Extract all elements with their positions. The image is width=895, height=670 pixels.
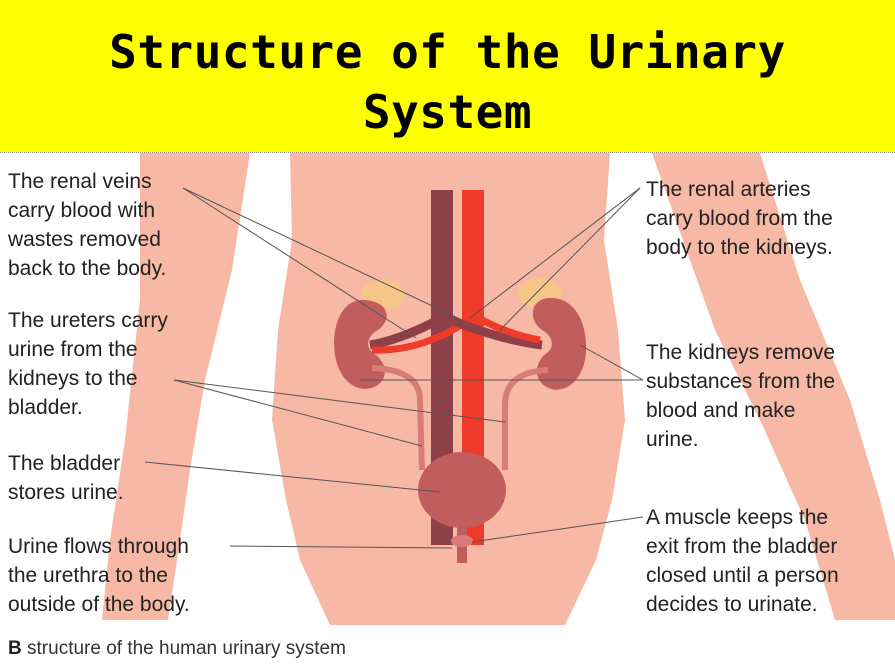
right-renal-vein [444, 313, 543, 350]
page-title: Structure of the Urinary System [0, 22, 895, 142]
label-renal-veins: The renal veins carry blood with wastes … [8, 170, 167, 280]
figure-caption: B structure of the human urinary system [8, 638, 346, 660]
label-muscle: A muscle keeps the exit from the bladder… [646, 506, 839, 616]
right-renal-artery [476, 314, 541, 344]
right-arm [652, 153, 895, 620]
left-renal-vein [369, 316, 441, 350]
label-urethra: Urine flows through the urethra to the o… [8, 535, 190, 616]
leader-lines [144, 187, 644, 549]
label-ureters: The ureters carry urine from the kidneys… [8, 309, 168, 419]
bladder [418, 452, 506, 528]
left-arm [102, 153, 250, 620]
title-line-2: System [362, 85, 533, 139]
sphincter-muscle [451, 535, 473, 547]
label-bladder: The bladder stores urine. [8, 452, 124, 504]
label-kidneys: The kidneys remove substances from the b… [646, 341, 836, 451]
right-kidney [532, 297, 587, 390]
urinary-system-diagram [102, 153, 895, 625]
left-ureter [371, 365, 425, 471]
title-line-1: Structure of the Urinary [109, 25, 786, 79]
caption-text: structure of the human urinary system [27, 638, 346, 659]
right-ureter [502, 367, 549, 470]
divider [0, 152, 895, 153]
caption-letter: B [8, 638, 22, 659]
title-banner [0, 0, 895, 152]
label-renal-arteries: The renal arteries carry blood from the … [646, 178, 833, 259]
left-renal-artery [371, 319, 468, 354]
